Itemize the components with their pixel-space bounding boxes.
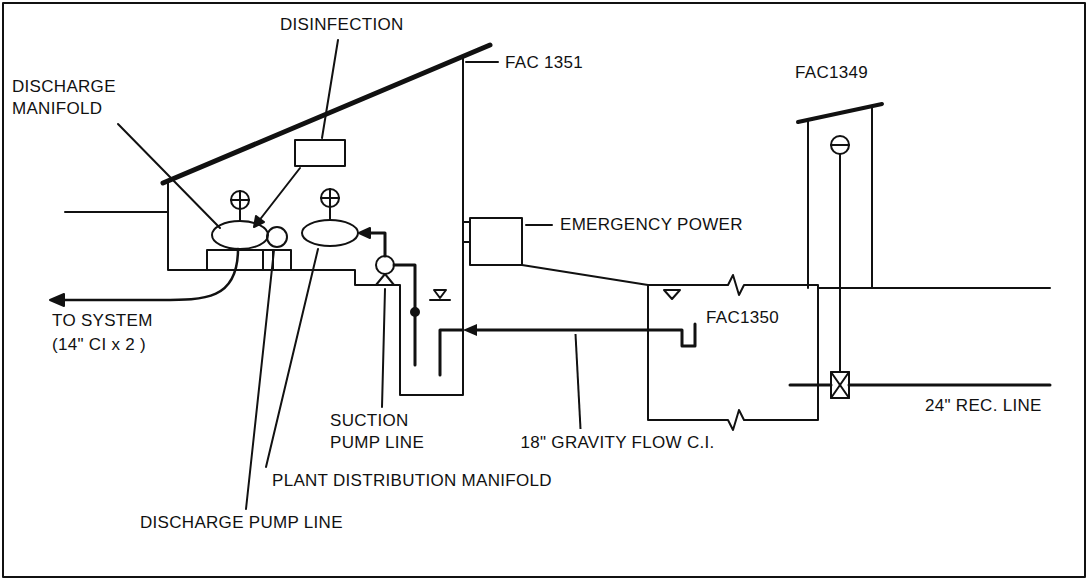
leader-line: [576, 334, 581, 429]
arrowhead: [359, 228, 370, 238]
callout-label: DISINFECTION: [280, 14, 404, 36]
valve-stem: [329, 207, 331, 220]
water-level: [434, 290, 446, 298]
feed-arrow: [258, 168, 300, 222]
ground-line: [522, 265, 648, 285]
foot-valve: [411, 308, 419, 316]
arrowhead: [50, 294, 64, 306]
inlet-pipe: [440, 330, 463, 375]
leader-line: [466, 61, 498, 63]
outlet-pipe: [648, 324, 695, 346]
valve-wheel: [239, 191, 241, 209]
water-level: [664, 290, 680, 299]
pump: [267, 227, 287, 247]
pipe-label: 18" GRAVITY FLOW C.I.: [521, 432, 715, 454]
hut-wall: [871, 107, 873, 288]
valve-stem: [239, 209, 241, 221]
receiving-line: [849, 384, 1050, 387]
callout-label: DISCHARGE PUMP LINE: [140, 512, 343, 534]
frame: [3, 3, 1085, 577]
pedestal: [263, 250, 291, 270]
leader-line: [118, 124, 220, 228]
valve-wheel: [831, 144, 849, 146]
leader-line: [322, 40, 338, 138]
building-outline: [168, 57, 463, 395]
valve-wheel: [231, 191, 249, 209]
emergency-power-box: [470, 218, 522, 265]
arrowhead: [463, 324, 477, 336]
valve-wheel: [831, 136, 849, 154]
callout-label: 24" REC. LINE: [925, 395, 1042, 417]
tank-outline: [648, 275, 818, 430]
gravity-pipe: [463, 324, 648, 336]
tank: FAC1350: [648, 285, 818, 420]
water-level: [430, 299, 450, 301]
callout-label: SUCTION PUMP LINE: [330, 410, 442, 454]
manifold: [212, 221, 268, 249]
manifold: [302, 220, 358, 246]
leader-line: [246, 250, 274, 509]
gate-valve: [831, 372, 849, 398]
callout-label: PLANT DISTRIBUTION MANIFOLD: [272, 470, 552, 492]
building: FAC 1351: [165, 45, 463, 395]
receiving-line: [790, 384, 831, 387]
pipe-line: [475, 329, 648, 332]
leader-line: [526, 224, 552, 226]
leader-line: [382, 289, 385, 407]
ground-line: [818, 287, 1050, 289]
callout-label: DISCHARGE MANIFOLD: [12, 76, 142, 120]
facility-label: FAC1350: [706, 307, 779, 329]
pump-base: [376, 274, 394, 285]
facility-label: FAC 1351: [505, 52, 583, 74]
gate-valve: [831, 372, 849, 398]
valve-wheel: [329, 189, 331, 207]
hut-wall: [807, 120, 809, 288]
roof: [798, 104, 882, 122]
valve-stem: [839, 154, 841, 372]
ground-line: [65, 211, 168, 213]
facility-label: FAC1349: [795, 62, 868, 84]
valve-wheel: [321, 189, 339, 207]
callout-label: EMERGENCY POWER: [560, 214, 743, 236]
drawing: [3, 3, 1085, 577]
suction-pump: [376, 256, 394, 274]
gate-valve: [831, 372, 849, 398]
callout-label: TO SYSTEM: [52, 310, 153, 332]
leader-line: [266, 249, 318, 467]
system-pipe: [62, 249, 238, 300]
power-tab: [463, 222, 470, 242]
callout-label: (14" CI x 2 ): [52, 334, 146, 356]
valve-house: FAC1349: [795, 62, 880, 288]
disinfection-box: [295, 140, 345, 166]
